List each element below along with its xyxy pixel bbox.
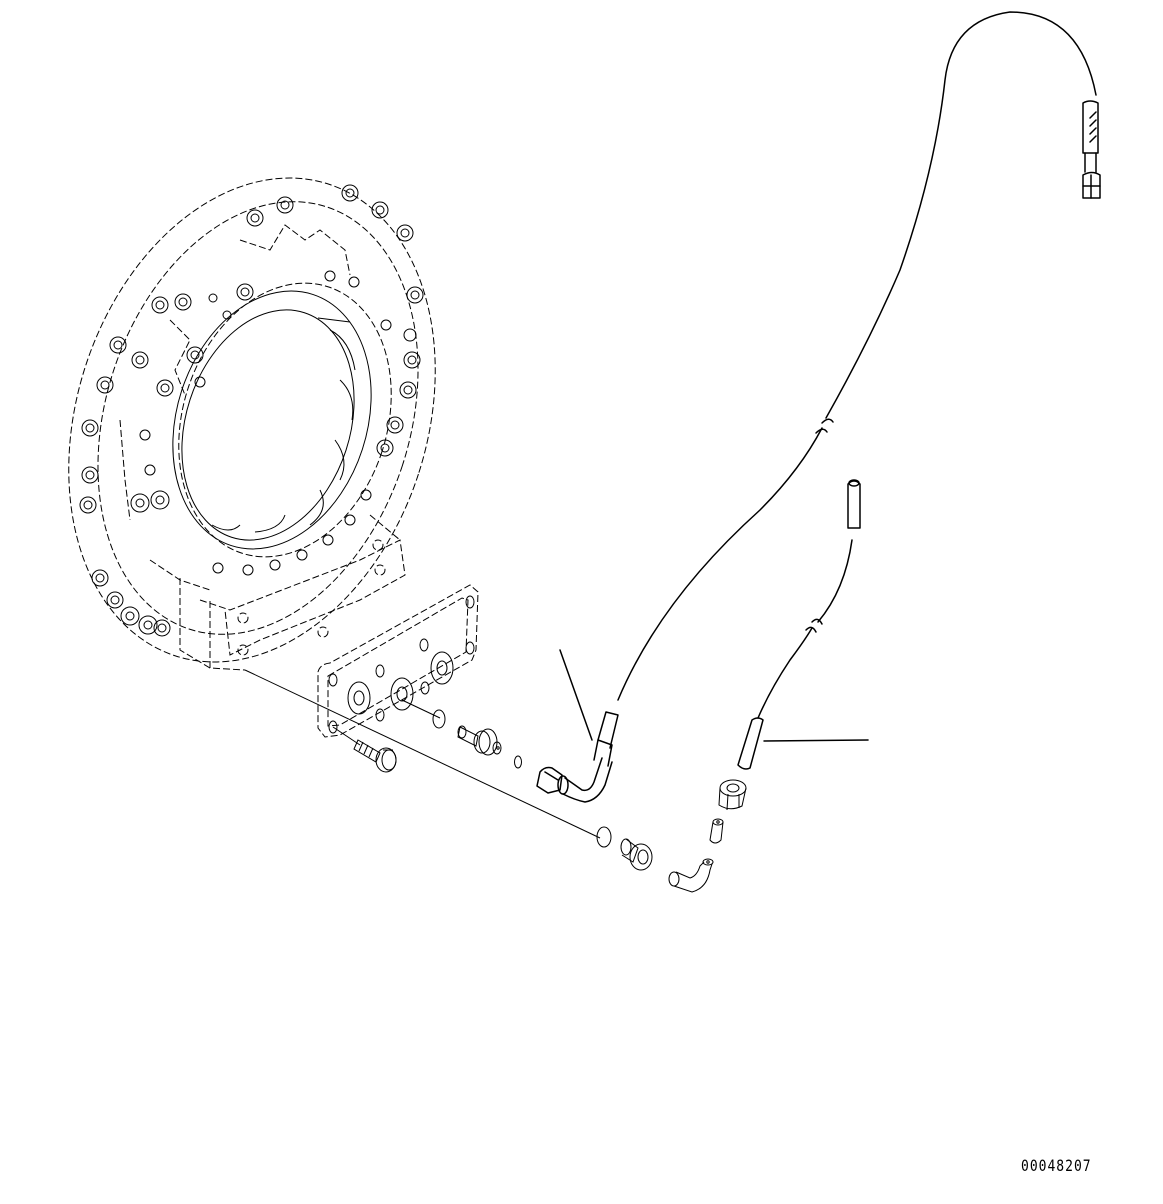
elbow-hose-fitting [536, 711, 619, 803]
o-ring-1 [432, 709, 446, 729]
o-ring-2 [514, 755, 522, 769]
cover-plate [317, 584, 479, 738]
tube-2 [737, 479, 861, 770]
nut [718, 779, 747, 811]
o-ring-3 [596, 826, 612, 848]
explode-axis-lines [244, 669, 601, 839]
elbow-small [668, 858, 714, 893]
valve-block [179, 514, 406, 671]
drawing-number: 00048207 [1021, 1158, 1092, 1176]
sleeve [709, 818, 724, 844]
hose-1 [617, 11, 1101, 701]
plug-fitting [620, 838, 653, 871]
connector-fitting [457, 725, 502, 756]
gear-housing-disc [68, 177, 436, 663]
flange-bolt [353, 739, 397, 773]
leader-line-1 [559, 649, 593, 741]
leader-line-2 [763, 739, 869, 742]
